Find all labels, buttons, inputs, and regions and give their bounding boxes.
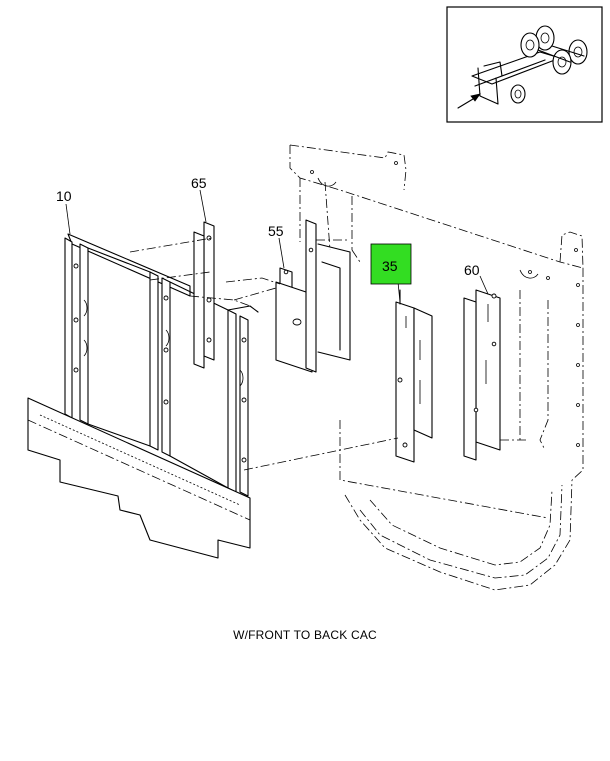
callout-60[interactable]: 60 <box>464 262 480 278</box>
locator-inset-frame <box>446 6 603 123</box>
part-35-bracket <box>395 289 433 463</box>
callout-leaders <box>65 189 489 303</box>
callout-60-label: 60 <box>464 262 480 278</box>
callout-10[interactable]: 10 <box>56 188 72 204</box>
callout-10-label: 10 <box>56 188 72 204</box>
callout-65-label: 65 <box>191 175 207 191</box>
callout-65[interactable]: 65 <box>191 175 207 191</box>
callout-55-label: 55 <box>268 223 284 239</box>
assembly-phantom-lines <box>129 237 528 471</box>
callout-35-highlighted[interactable]: 35 <box>370 243 412 285</box>
truck-chassis-locator-icon <box>471 25 588 105</box>
locator-inset <box>446 6 603 123</box>
part-55-bracket <box>275 219 351 373</box>
arrow-icon <box>457 93 481 109</box>
callout-35-highlight-box <box>370 243 412 285</box>
callout-55[interactable]: 55 <box>268 223 284 239</box>
part-10-front-frame <box>27 233 259 559</box>
part-65-strip <box>193 221 215 369</box>
cab-rear-wall-outline <box>289 144 584 591</box>
part-60-bracket <box>463 289 501 461</box>
callout-35-label: 35 <box>382 258 398 274</box>
diagram-caption: W/FRONT TO BACK CAC <box>233 628 377 642</box>
